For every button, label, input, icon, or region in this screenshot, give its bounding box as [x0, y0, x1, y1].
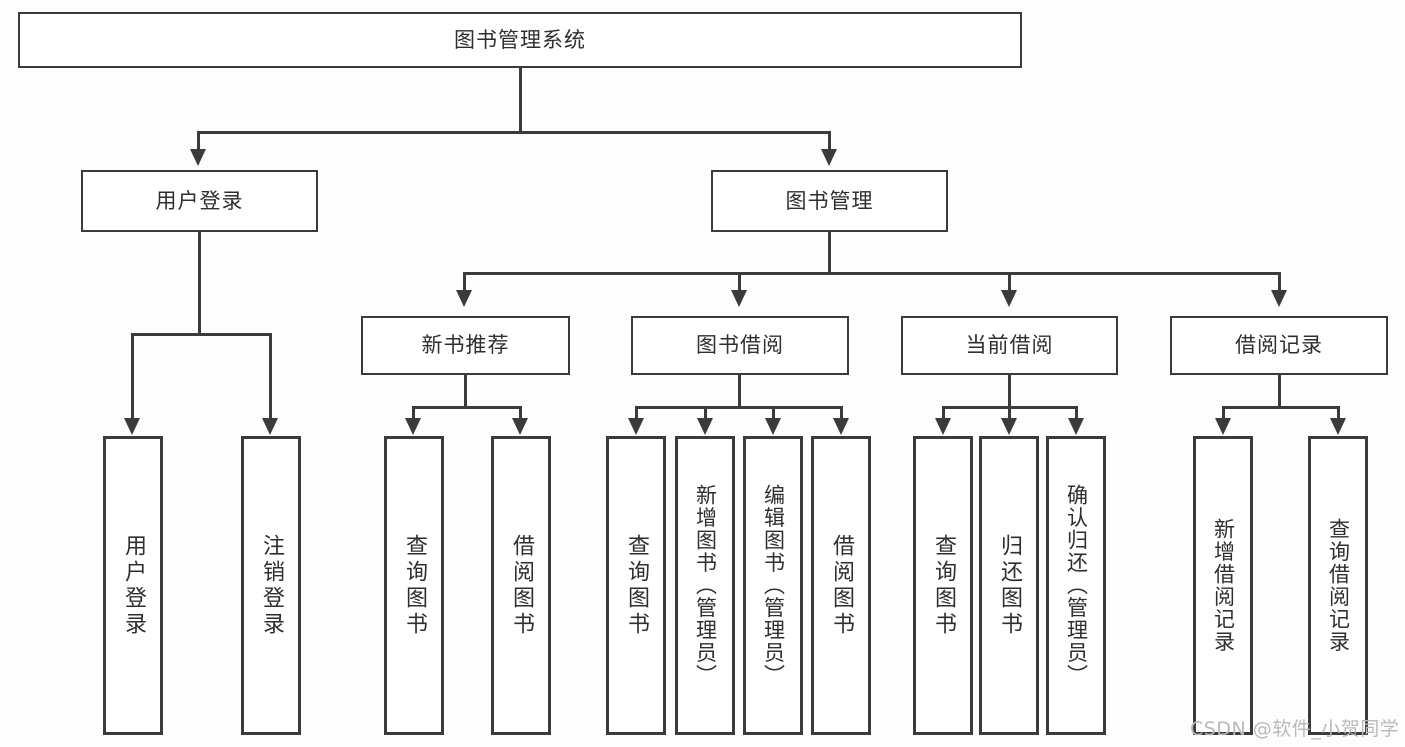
arrow-book-borrow-to-leaf-3	[833, 418, 849, 435]
arrow-root-to-book-manage	[821, 149, 837, 166]
node-label: 借阅记录	[1235, 333, 1323, 358]
edge-borrow-record-bus	[1222, 406, 1339, 409]
leaf-label: 借阅图书	[509, 533, 534, 638]
edge-user-login-to-leaf-1	[269, 333, 272, 420]
leaf-label: 注销登录	[259, 533, 284, 638]
edge-current-borrow-to-leaf-1	[1008, 406, 1011, 420]
edge-book-borrow-to-leaf-0	[635, 406, 638, 420]
edge-book-borrow-bus	[635, 406, 843, 409]
arrow-current-borrow-to-leaf-1	[1001, 418, 1017, 435]
arrow-user-login-to-leaf-1	[262, 418, 278, 435]
edge-root-stem	[519, 68, 522, 134]
node-root-system[interactable]: 图书管理系统	[18, 12, 1022, 68]
edge-current-borrow-stem	[1008, 375, 1011, 408]
arrow-book-manage-to-borrow	[731, 290, 747, 307]
edge-book-manage-to-current	[1008, 272, 1011, 292]
node-label: 图书借阅	[696, 333, 784, 358]
node-label: 图书管理系统	[454, 27, 586, 52]
edge-new-book-to-leaf-1	[519, 406, 522, 420]
arrow-new-book-to-leaf-1	[512, 418, 528, 435]
edge-book-borrow-stem	[738, 375, 741, 408]
edge-current-borrow-to-leaf-2	[1075, 406, 1078, 420]
leaf-query-book-borrow[interactable]: 查询图书	[606, 436, 666, 735]
leaf-add-borrow-record[interactable]: 新增借阅记录	[1193, 436, 1253, 735]
edge-new-book-to-leaf-0	[412, 406, 415, 420]
edge-book-manage-to-record	[1278, 272, 1281, 292]
edge-root-to-user-login	[197, 131, 200, 151]
arrow-book-manage-to-new-book	[456, 290, 472, 307]
arrow-book-borrow-to-leaf-2	[765, 418, 781, 435]
arrow-current-borrow-to-leaf-0	[935, 418, 951, 435]
node-user-login[interactable]: 用户登录	[81, 170, 318, 232]
leaf-edit-book-admin[interactable]: 编辑图书（管理员）	[743, 436, 803, 735]
node-label: 图书管理	[785, 188, 874, 213]
edge-user-login-bus	[131, 333, 272, 336]
edge-borrow-record-to-leaf-1	[1337, 406, 1340, 420]
leaf-label: 借阅图书	[829, 533, 854, 638]
edge-root-bus	[197, 131, 831, 134]
node-label: 新书推荐	[421, 333, 510, 358]
leaf-label: 查询图书	[402, 533, 427, 638]
arrow-user-login-to-leaf-0	[124, 418, 140, 435]
node-label: 用户登录	[155, 188, 244, 213]
arrow-book-manage-to-current	[1001, 290, 1017, 307]
edge-book-manage-to-borrow	[738, 272, 741, 292]
edge-borrow-record-stem	[1278, 375, 1281, 408]
arrow-root-to-user-login	[190, 149, 206, 166]
leaf-query-borrow-record[interactable]: 查询借阅记录	[1308, 436, 1368, 735]
leaf-label: 查询借阅记录	[1326, 518, 1351, 653]
node-book-borrow[interactable]: 图书借阅	[631, 316, 849, 375]
leaf-label: 归还图书	[997, 533, 1022, 638]
leaf-borrow-book-recommend[interactable]: 借阅图书	[491, 436, 551, 735]
leaf-label: 查询图书	[931, 533, 956, 638]
leaf-confirm-return-admin[interactable]: 确认归还（管理员）	[1046, 436, 1106, 735]
node-borrow-record[interactable]: 借阅记录	[1170, 316, 1388, 375]
edge-book-borrow-to-leaf-1	[704, 406, 707, 420]
leaf-user-login[interactable]: 用户登录	[103, 436, 163, 735]
node-book-management[interactable]: 图书管理	[711, 170, 948, 232]
edge-book-borrow-to-leaf-2	[772, 406, 775, 420]
arrow-current-borrow-to-leaf-2	[1068, 418, 1084, 435]
node-label: 当前借阅	[965, 333, 1054, 358]
leaf-label: 确认归还（管理员）	[1064, 484, 1089, 687]
arrow-book-borrow-to-leaf-0	[628, 418, 644, 435]
leaf-label: 新增借阅记录	[1211, 518, 1236, 653]
arrow-borrow-record-to-leaf-0	[1215, 418, 1231, 435]
arrow-borrow-record-to-leaf-1	[1330, 418, 1346, 435]
leaf-label: 用户登录	[121, 533, 146, 638]
arrow-book-borrow-to-leaf-1	[697, 418, 713, 435]
leaf-label: 编辑图书（管理员）	[761, 484, 786, 687]
leaf-return-book[interactable]: 归还图书	[979, 436, 1039, 735]
edge-current-borrow-to-leaf-0	[942, 406, 945, 420]
watermark: CSDN @软件_小贺同学	[1190, 718, 1400, 740]
node-current-borrow[interactable]: 当前借阅	[901, 316, 1118, 375]
leaf-label: 查询图书	[624, 533, 649, 638]
edge-book-borrow-to-leaf-3	[840, 406, 843, 420]
arrow-new-book-to-leaf-0	[405, 418, 421, 435]
leaf-query-book-recommend[interactable]: 查询图书	[384, 436, 444, 735]
edge-user-login-to-leaf-0	[131, 333, 134, 420]
edge-book-manage-to-new-book	[463, 272, 466, 292]
edge-borrow-record-to-leaf-0	[1222, 406, 1225, 420]
leaf-logout[interactable]: 注销登录	[241, 436, 301, 735]
node-new-book-recommend[interactable]: 新书推荐	[361, 316, 570, 375]
leaf-query-book-current[interactable]: 查询图书	[913, 436, 973, 735]
edge-user-login-stem	[198, 232, 201, 335]
edge-new-book-bus	[412, 406, 522, 409]
edge-book-manage-bus	[463, 272, 1281, 275]
leaf-borrow-book[interactable]: 借阅图书	[811, 436, 871, 735]
leaf-add-book-admin[interactable]: 新增图书（管理员）	[675, 436, 735, 735]
edge-new-book-stem	[464, 375, 467, 408]
edge-root-to-book-manage	[828, 131, 831, 151]
arrow-book-manage-to-record	[1271, 290, 1287, 307]
edge-book-manage-stem	[828, 232, 831, 274]
leaf-label: 新增图书（管理员）	[693, 484, 718, 687]
